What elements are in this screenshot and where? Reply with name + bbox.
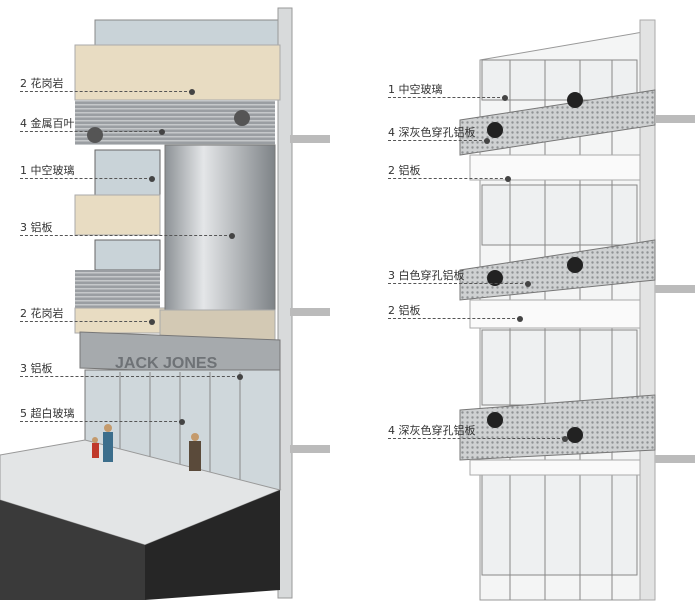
leader-dot [189, 89, 195, 95]
leader-line [20, 131, 162, 132]
leader-line [20, 321, 152, 322]
right-facade-label: 3 白色穿孔铝板 [388, 269, 465, 282]
leader-line [388, 178, 508, 179]
right-facade-label: 1 中空玻璃 [388, 83, 443, 96]
leader-line [388, 97, 505, 98]
leader-dot [502, 95, 508, 101]
leader-dot [562, 436, 568, 442]
left-building [0, 7, 330, 600]
leader-dot [159, 129, 165, 135]
left-facade-label: 4 金属百叶 [20, 117, 75, 130]
left-facade-label: 5 超白玻璃 [20, 407, 75, 420]
leader-line [388, 318, 520, 319]
left-facade-label: 3 铝板 [20, 221, 53, 234]
leader-line [20, 421, 182, 422]
right-facade-label: 4 深灰色穿孔铝板 [388, 424, 476, 437]
leader-line [20, 376, 240, 377]
leader-line [388, 283, 528, 284]
leader-dot [525, 281, 531, 287]
right-facade-label: 4 深灰色穿孔铝板 [388, 126, 476, 139]
leader-dot [484, 138, 490, 144]
leader-dot [179, 419, 185, 425]
right-facade-label: 2 铝板 [388, 304, 421, 317]
leader-line [20, 178, 152, 179]
leader-dot [237, 374, 243, 380]
leader-line [388, 140, 487, 141]
leader-line [20, 91, 192, 92]
right-building [459, 19, 695, 601]
left-facade-label: 3 铝板 [20, 362, 53, 375]
leader-dot [149, 176, 155, 182]
left-facade-label: 2 花岗岩 [20, 77, 64, 90]
leader-dot [149, 319, 155, 325]
leader-dot [517, 316, 523, 322]
leader-line [20, 235, 232, 236]
left-facade-label: 1 中空玻璃 [20, 164, 75, 177]
left-facade-label: 2 花岗岩 [20, 307, 64, 320]
right-facade-label: 2 铝板 [388, 164, 421, 177]
leader-line [388, 438, 565, 439]
store-sign: JACK JONES [115, 355, 218, 372]
leader-dot [505, 176, 511, 182]
leader-dot [229, 233, 235, 239]
